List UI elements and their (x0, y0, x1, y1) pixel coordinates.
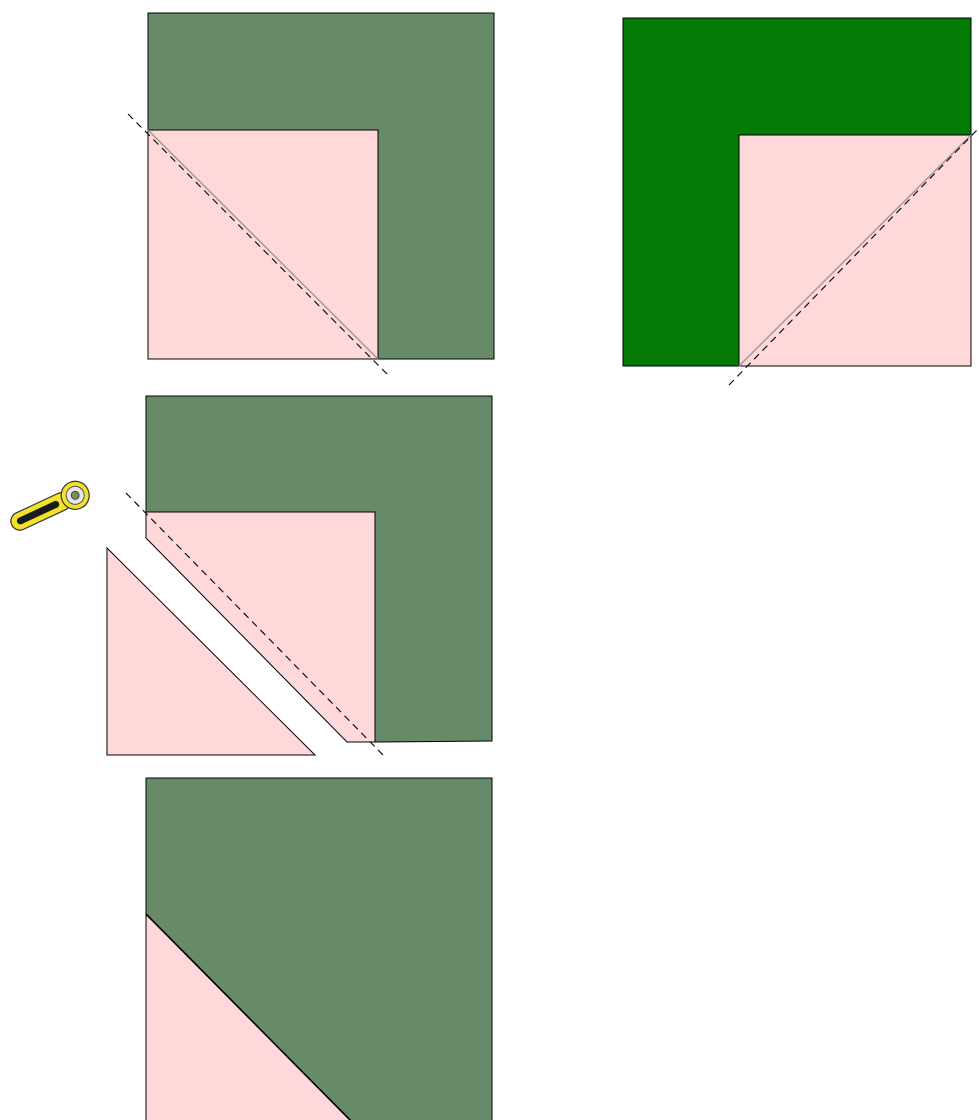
step-2-panel (623, 18, 979, 385)
step-4-panel (146, 778, 492, 1120)
rotary-cutter-icon (6, 477, 94, 538)
step-1-panel (128, 13, 494, 375)
step-3-panel (6, 396, 492, 756)
